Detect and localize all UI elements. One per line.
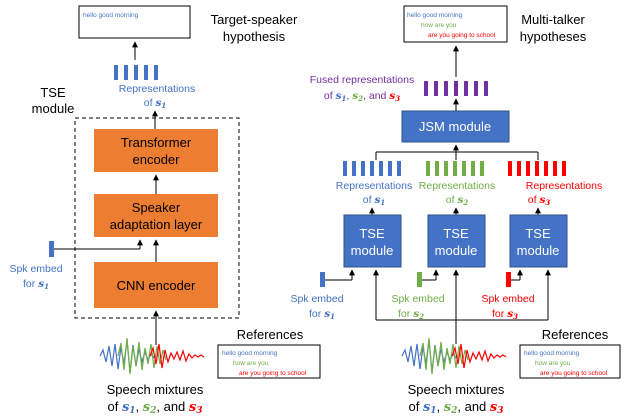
left-speech-waveform <box>99 337 205 375</box>
cnn-encoder-label: CNN encoder <box>117 278 196 293</box>
tse-module-3-label: TSE <box>525 226 551 241</box>
rep-label-s2: Representations <box>419 180 495 192</box>
tse-module-3 <box>509 214 568 268</box>
transformer-encoder-label-2: encoder <box>133 152 181 167</box>
spk-embed-bar-s3 <box>506 272 511 287</box>
spk-embed-for-s3: for s3 <box>492 308 518 321</box>
rep-of-s2: of s2 <box>446 194 469 207</box>
spk-embed-label-s1: Spk embed <box>290 293 343 305</box>
left-ref-line-1: hello good morning <box>222 350 278 357</box>
tse-module-1-label: TSE <box>359 226 385 241</box>
left-representation-bars <box>114 65 158 80</box>
right-references-box <box>519 344 621 379</box>
left-references-box <box>217 344 321 379</box>
rep-of-s1: of s1 <box>363 194 385 207</box>
left-spk-embed-bar <box>49 241 54 257</box>
rep-bars-s1 <box>343 161 401 176</box>
left-speech-label-2: of s1, s2, and s3 <box>107 399 202 416</box>
rep-label-s3: Representations <box>526 180 602 192</box>
speaker-adaptation-label-2: adaptation layer <box>110 217 203 232</box>
spk-embed-bar-s2 <box>417 272 422 287</box>
target-hypothesis-title-2: hypothesis <box>223 29 286 44</box>
left-speech-label: Speech mixtures <box>107 382 204 397</box>
tse-module-2-label: TSE <box>443 226 469 241</box>
spk-embed-for-s2: for s2 <box>398 308 424 321</box>
left-representations-label: Representations <box>119 83 195 95</box>
spk-embed-bar-s1 <box>320 272 325 287</box>
left-representations-of: of s1 <box>144 97 166 110</box>
tse-module-3-label-2: module <box>517 243 560 258</box>
spk-embed-label-s2: Spk embed <box>391 293 444 305</box>
multi-hypothesis-box <box>403 5 508 43</box>
right-ref-line-1: hello good morning <box>524 350 580 357</box>
transformer-encoder-block <box>94 129 218 172</box>
multi-hyp-line-1: hello good morning <box>407 12 463 19</box>
left-spk-embed-label: Spk embed <box>9 263 62 275</box>
tse-module-label-2: module <box>32 101 75 116</box>
left-ref-line-2: how are you <box>233 360 269 367</box>
target-hypothesis-box <box>78 5 191 39</box>
speaker-adaptation-block <box>94 194 218 237</box>
transformer-encoder-label: Transformer <box>121 135 192 150</box>
tse-module-2 <box>427 214 486 268</box>
tse-module-label: TSE <box>40 85 66 100</box>
multi-hypothesis-title-2: hypotheses <box>520 29 587 44</box>
right-ref-line-2: how are you <box>535 360 571 367</box>
left-references-label: References <box>237 327 304 342</box>
fused-label: Fused representations <box>310 74 414 86</box>
target-hypothesis-title: Target-speaker <box>211 12 298 27</box>
multi-hyp-line-3: are you going to school <box>428 32 496 39</box>
left-ref-line-3: are you going to school <box>239 370 307 377</box>
rep-bars-s2 <box>426 161 484 176</box>
rep-label-s1: Representations <box>336 180 412 192</box>
right-ref-line-3: are you going to school <box>540 370 608 377</box>
spk-embed-label-s3: Spk embed <box>481 293 534 305</box>
rep-of-s3: of s3 <box>528 194 551 207</box>
fused-representation-bars <box>424 81 488 96</box>
tse-module-1-label-2: module <box>351 243 394 258</box>
tse-module-1 <box>343 214 402 268</box>
left-spk-embed-for: for s1 <box>23 278 49 291</box>
speaker-adaptation-label: Speaker <box>132 200 181 215</box>
jsm-module-label: JSM module <box>419 119 491 134</box>
right-speech-label: Speech mixtures <box>408 382 505 397</box>
jsm-module-block <box>401 110 510 143</box>
target-hypothesis-text: hello good morning <box>83 12 139 19</box>
rep-bars-s3 <box>508 161 566 176</box>
right-speech-label-2: of s1, s2, and s3 <box>408 399 503 416</box>
multi-hyp-line-2: how are you <box>421 22 457 29</box>
tse-module-2-label-2: module <box>435 243 478 258</box>
fused-label-2: of s1, s2, and s3 <box>324 90 400 103</box>
cnn-encoder-block <box>94 262 218 308</box>
right-speech-waveform <box>401 337 507 375</box>
right-references-label: References <box>542 327 609 342</box>
multi-hypothesis-title: Multi-talker <box>521 12 585 27</box>
spk-embed-for-s1: for s1 <box>309 308 335 321</box>
